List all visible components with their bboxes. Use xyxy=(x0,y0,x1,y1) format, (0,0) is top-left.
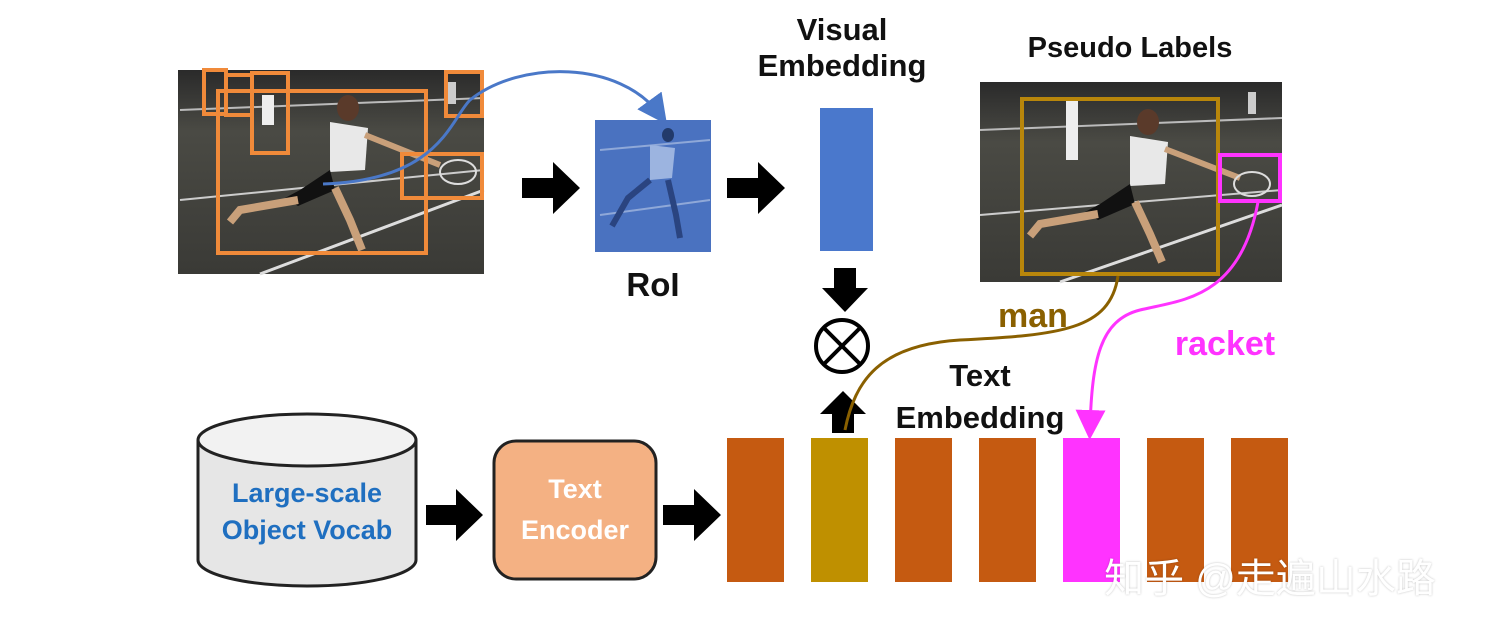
text-embedding-label-line1: Text xyxy=(949,358,1011,393)
vocab-label: Large-scale Object Vocab xyxy=(198,478,416,546)
text-embedding-bar-2 xyxy=(811,438,868,582)
roi-label: RoI xyxy=(626,266,680,303)
text-embedding-bars xyxy=(727,438,1288,582)
vocab-label-line2: Object Vocab xyxy=(221,515,393,546)
roi-crop-arrow xyxy=(322,70,668,186)
text-embedding-bar-3 xyxy=(895,438,952,582)
racket-label: racket xyxy=(1174,325,1276,363)
text-embedding-label-line2: Embedding xyxy=(895,399,1065,435)
visual-embedding-label: Visual Embedding xyxy=(742,12,942,83)
visual-embedding-bar xyxy=(820,108,873,251)
text-encoder-label-line1: Text xyxy=(548,474,602,504)
text-embedding-bar-5 xyxy=(1063,438,1120,582)
arrow-to-visual-embedding xyxy=(727,162,785,214)
roi-crop xyxy=(595,120,711,252)
visual-embedding-label-line2: Embedding xyxy=(757,47,927,83)
text-embedding-label: Text Embedding xyxy=(880,358,1080,435)
racket-label-connector xyxy=(1075,201,1260,440)
pseudo-labels-title: Pseudo Labels xyxy=(1027,32,1233,64)
text-encoder-box xyxy=(492,439,658,581)
arrow-to-roi xyxy=(522,162,580,214)
arrow-up-to-product xyxy=(820,391,866,433)
text-embedding-bar-7 xyxy=(1231,438,1288,582)
man-label: man xyxy=(998,297,1068,335)
input-image xyxy=(178,68,485,276)
text-embedding-bar-1 xyxy=(727,438,784,582)
vocab-label-line1: Large-scale xyxy=(231,478,383,508)
vocab-cylinder xyxy=(196,412,418,588)
man-label-connector xyxy=(843,275,1120,431)
arrow-to-text-embeddings xyxy=(663,489,721,541)
text-embedding-bar-6 xyxy=(1147,438,1204,582)
multiply-icon xyxy=(814,318,870,374)
text-embedding-bar-4 xyxy=(979,438,1036,582)
visual-embedding-label-line1: Visual xyxy=(796,12,888,47)
arrow-to-encoder xyxy=(426,489,483,541)
watermark: 知乎 @走遍山水路 xyxy=(1104,557,1436,601)
text-encoder-label: Text Encoder xyxy=(494,474,656,546)
pseudo-labels-image xyxy=(979,82,1283,284)
text-encoder-label-line2: Encoder xyxy=(520,515,630,546)
arrow-down-to-product xyxy=(822,268,868,312)
